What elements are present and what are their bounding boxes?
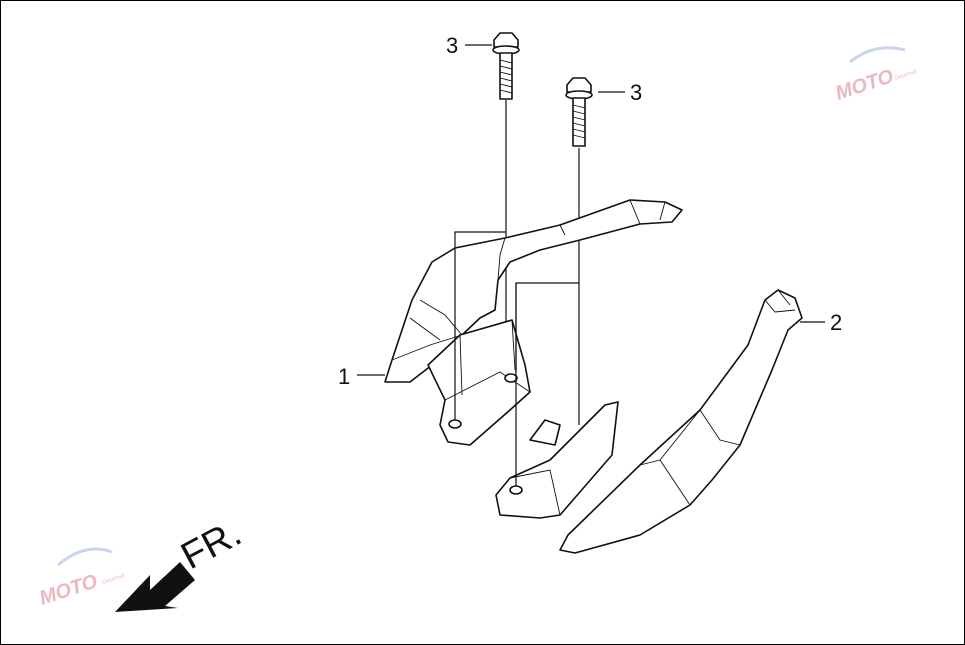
watermark-text: MOTO: [833, 65, 897, 104]
bolt-right: [565, 77, 593, 425]
watermark-subtext: Gourmet: [894, 69, 918, 82]
bolt-left: [492, 32, 520, 372]
front-direction-arrow: [115, 562, 195, 612]
leader-hole-left-b: [515, 282, 579, 372]
callout-2: 2: [830, 310, 842, 335]
watermark-text-2: MOTO: [37, 570, 101, 609]
leader-hole-left-a: [454, 231, 506, 420]
callout-3-left: 3: [446, 33, 458, 58]
front-label: FR.: [175, 512, 249, 578]
watermark-logo-bottom: MOTO Gourmet: [37, 547, 126, 610]
watermark-logo-top: MOTO Gourmet: [833, 46, 918, 105]
callout-1: 1: [338, 364, 350, 389]
callout-3-right: 3: [630, 80, 642, 105]
grab-rail-right: [495, 289, 803, 554]
grab-rail-left: [384, 199, 683, 446]
watermark-subtext-2: Gourmet: [102, 573, 126, 586]
